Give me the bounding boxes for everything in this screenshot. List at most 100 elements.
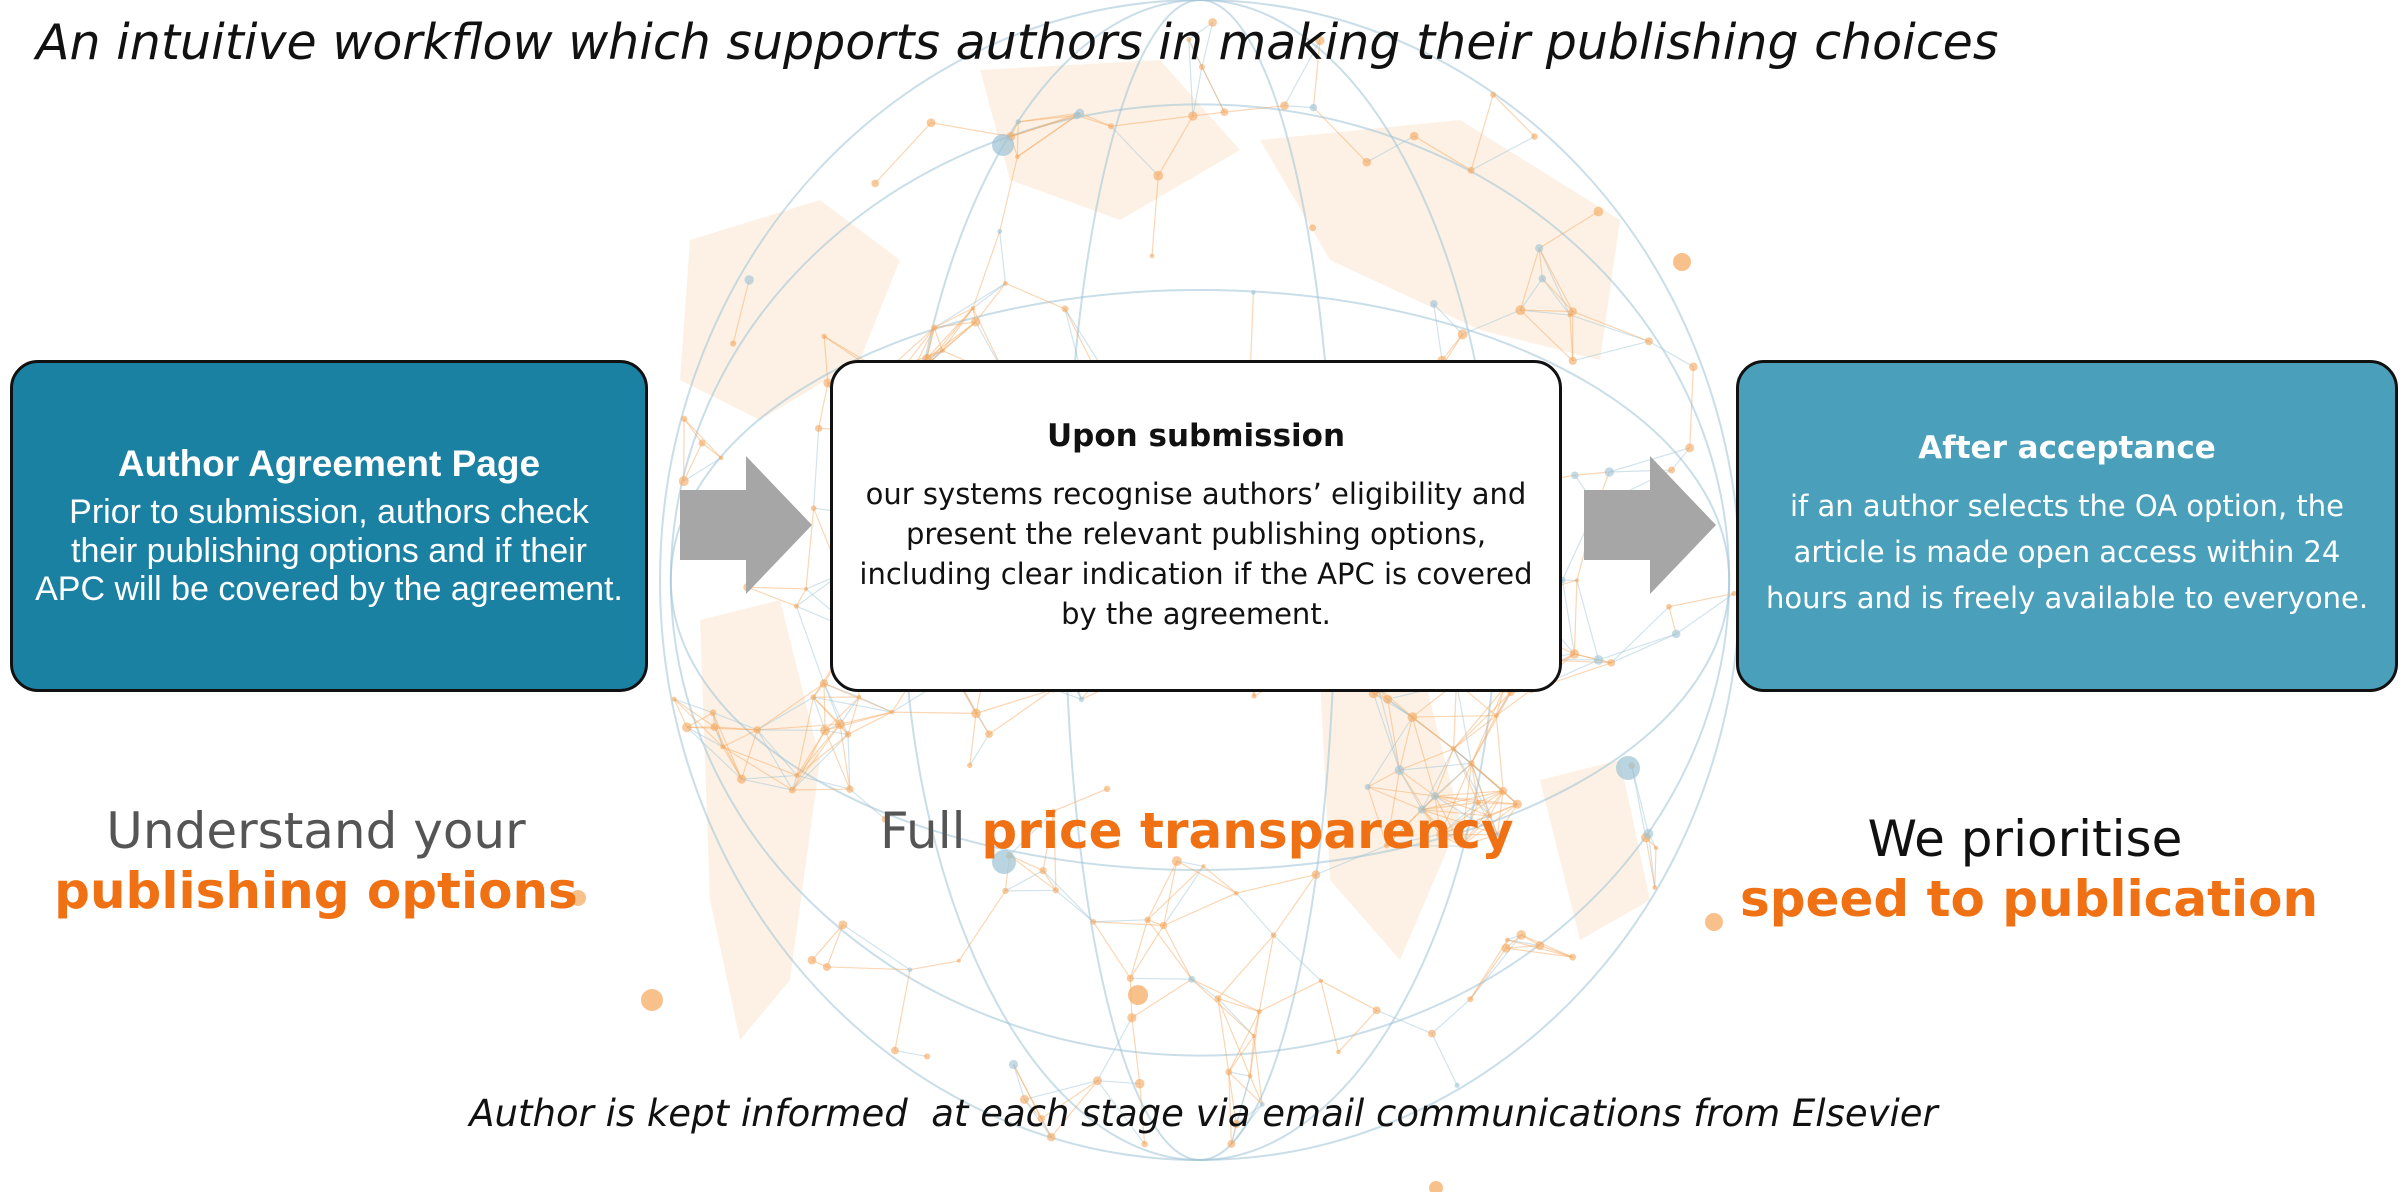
network-line: [1373, 692, 1413, 718]
network-line: [683, 418, 703, 444]
network-line: [849, 788, 886, 820]
network-node: [1311, 870, 1321, 879]
network-line: [818, 382, 829, 429]
network-line: [712, 712, 724, 748]
network-line: [1453, 748, 1504, 792]
network-line: [823, 682, 860, 698]
network-node: [1214, 995, 1222, 1003]
network-line: [1520, 309, 1570, 316]
network-line: [1421, 809, 1498, 836]
network-line: [1654, 847, 1657, 888]
network-node: [1251, 290, 1256, 295]
network-node: [1153, 170, 1164, 181]
network-line: [792, 788, 850, 791]
network-line: [813, 696, 893, 713]
network-line: [1053, 788, 1108, 812]
network-line: [712, 712, 743, 780]
network-line: [1192, 66, 1203, 117]
network-node: [1247, 1073, 1253, 1079]
network-line: [1569, 314, 1650, 342]
network-line: [1005, 282, 1066, 310]
step-upon-submission-box: Upon submission our systems recognise au…: [830, 360, 1562, 692]
network-node: [1073, 111, 1081, 120]
network-node: [1574, 578, 1580, 583]
network-line: [1005, 870, 1044, 892]
network-line: [847, 696, 860, 735]
network-node: [821, 333, 827, 340]
network-line: [1192, 111, 1225, 117]
network-line: [757, 729, 826, 732]
network-line: [839, 696, 860, 725]
network-node: [1362, 157, 1372, 167]
network-line: [1434, 795, 1441, 835]
network-node: [710, 723, 719, 732]
network-line: [1367, 786, 1423, 811]
network-line: [1469, 934, 1522, 1000]
network-line: [1399, 769, 1436, 797]
network-line: [826, 966, 910, 971]
network-line: [1470, 136, 1535, 171]
network-line: [1421, 809, 1462, 847]
network-line: [824, 696, 860, 731]
network-line: [1096, 1017, 1133, 1081]
network-line: [686, 726, 724, 748]
network-line: [1129, 919, 1149, 979]
step-description: if an author selects the OA option, the …: [1765, 489, 2369, 615]
network-line: [1188, 39, 1203, 68]
network-line: [1386, 769, 1401, 846]
network-node: [1429, 299, 1438, 308]
network-line: [1439, 790, 1504, 835]
network-node: [1394, 765, 1405, 775]
network-line: [1421, 802, 1479, 811]
caption-highlight: publishing options: [54, 862, 578, 920]
network-node: [803, 586, 809, 591]
continent-shape: [700, 600, 820, 1040]
network-line: [1163, 892, 1237, 927]
network-node: [1208, 18, 1217, 27]
network-node: [844, 731, 852, 738]
network-line: [1366, 135, 1415, 163]
network-node: [1037, 1114, 1046, 1123]
network-node: [856, 694, 862, 700]
network-line: [847, 734, 851, 790]
network-line: [1386, 809, 1423, 846]
network-line: [874, 122, 932, 184]
network-line: [1191, 978, 1255, 1037]
network-node: [923, 1053, 931, 1060]
network-node: [1232, 1119, 1241, 1129]
network-line: [1495, 688, 1505, 716]
network-line: [673, 698, 688, 728]
step-heading: After acceptance: [1918, 430, 2216, 467]
network-line: [1235, 1075, 1251, 1125]
network-node: [971, 317, 981, 327]
network-line: [1470, 692, 1512, 764]
network-line: [1412, 714, 1497, 718]
network-line: [673, 698, 715, 728]
network-node: [1280, 101, 1289, 111]
network-node: [1220, 108, 1229, 116]
network-line: [1495, 692, 1512, 716]
network-line: [842, 924, 911, 971]
network-node: [1685, 443, 1695, 453]
network-line: [969, 733, 990, 766]
network-line: [1191, 978, 1260, 1013]
network-line: [1505, 944, 1540, 949]
network-line: [1093, 921, 1164, 927]
network-line: [1377, 687, 1401, 771]
network-node: [881, 815, 889, 823]
network-line: [1131, 978, 1193, 1019]
network-node: [931, 324, 938, 331]
network-node: [1336, 1049, 1341, 1055]
network-line: [1433, 303, 1443, 361]
network-node: [1731, 590, 1737, 597]
network-node: [1436, 830, 1445, 839]
network-line: [858, 696, 893, 713]
network-node: [1428, 1029, 1436, 1038]
arrow-right-icon: [1584, 456, 1716, 594]
network-line: [941, 307, 974, 351]
network-line: [741, 729, 758, 780]
network-line: [823, 683, 826, 731]
network-node: [1607, 659, 1616, 667]
network-node: [1127, 1013, 1137, 1023]
network-line: [1005, 889, 1056, 892]
